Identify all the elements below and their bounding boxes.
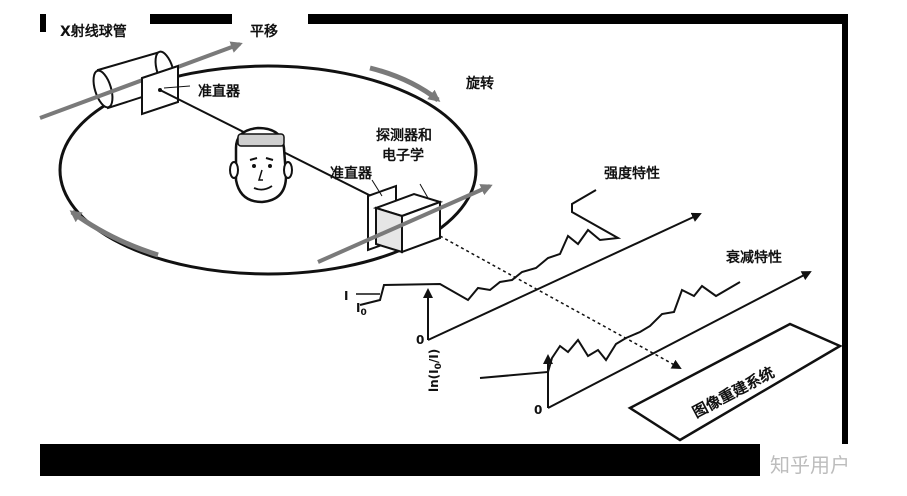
top-black-bar-right: [308, 14, 848, 24]
rotate-arrow-bottom: [69, 209, 159, 258]
axis-label-i: I: [344, 289, 348, 303]
detector-box: [372, 192, 444, 254]
gantry-ring: [58, 64, 478, 276]
label-detector-line1: 探测器和: [376, 127, 432, 144]
watermark: 知乎用户: [770, 453, 850, 477]
label-rotate: 旋转: [465, 75, 494, 92]
axis-label-i0: I0: [356, 301, 367, 318]
axis-label-zero-1: 0: [416, 333, 424, 347]
axis-label-ln-tail: /I): [427, 349, 441, 363]
label-attenuation: 衰减特性: [725, 249, 782, 266]
rotate-arrow-top: [369, 65, 441, 102]
label-xray-tube: X射线球管: [60, 23, 127, 40]
axis-label-i0-subscript: 0: [360, 308, 366, 318]
top-black-bar-left: [40, 14, 46, 32]
axis-label-ln-subscript: 0: [434, 363, 444, 369]
label-collimator-bottom: 准直器: [330, 165, 373, 182]
right-black-bar: [842, 24, 848, 444]
label-intensity: 强度特性: [604, 165, 660, 182]
translate-rail-bottom: [317, 184, 493, 264]
attenuation-curve: [479, 281, 741, 379]
label-detector-line2: 电子学: [382, 147, 424, 164]
attenuation-x-axis: [547, 271, 812, 409]
axis-label-zero-2: 0: [534, 403, 542, 417]
label-translate: 平移: [250, 23, 278, 40]
projection-dotted-line: [439, 235, 682, 369]
collimator-bottom-pointer: [371, 179, 383, 197]
intensity-plot: [356, 189, 702, 341]
intensity-curve: [359, 189, 622, 306]
attenuation-plot: [479, 271, 812, 409]
collimator-top-pointer: [163, 85, 191, 89]
translate-rail-top: [39, 41, 243, 120]
reconstruction-slab: [627, 322, 843, 442]
axis-label-ln: ln(I0/I): [427, 349, 444, 392]
patient-head: [229, 126, 293, 204]
bottom-black-bar: [40, 444, 760, 476]
intensity-x-axis: [427, 212, 702, 341]
detector-pointer: [419, 183, 429, 199]
top-black-bar-mid: [150, 14, 232, 24]
label-collimator-top: 准直器: [198, 83, 241, 100]
